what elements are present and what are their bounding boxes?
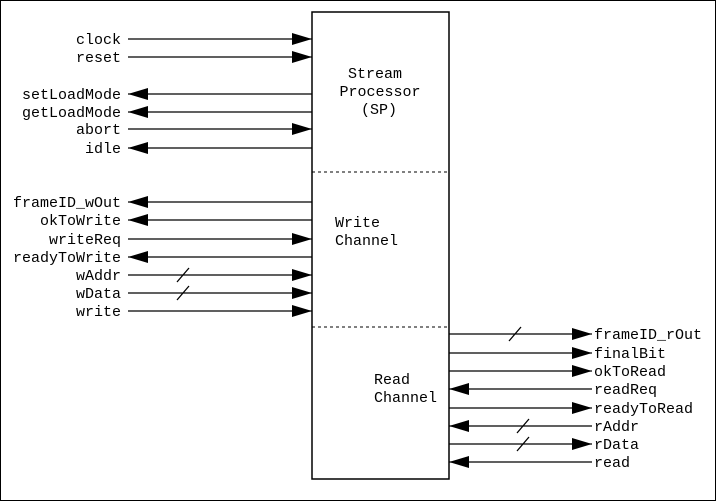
signal-label-okToRead: okToRead <box>594 364 666 381</box>
signal-wAddr: wAddr <box>76 267 312 285</box>
signal-label-writeReq: writeReq <box>49 232 121 249</box>
signal-label-setLoadMode: setLoadMode <box>22 87 121 104</box>
bus-slash-rData <box>516 436 530 452</box>
signal-okToRead: okToRead <box>449 364 666 381</box>
signal-write: write <box>76 304 312 321</box>
signal-label-readyToRead: readyToRead <box>594 401 693 418</box>
write-channel-label-line-2: Channel <box>335 233 398 250</box>
signal-rAddr: rAddr <box>449 418 639 436</box>
signal-label-readReq: readReq <box>594 382 657 399</box>
bus-slash-wData <box>176 285 190 301</box>
signal-read: read <box>449 455 630 472</box>
signal-label-getLoadMode: getLoadMode <box>22 105 121 122</box>
signal-label-okToWrite: okToWrite <box>40 213 121 230</box>
signal-label-reset: reset <box>76 50 121 67</box>
signal-label-idle: idle <box>85 141 121 158</box>
signal-label-rAddr: rAddr <box>594 419 639 436</box>
signal-label-readyToWrite: readyToWrite <box>13 250 121 267</box>
signal-okToWrite: okToWrite <box>40 213 312 230</box>
signal-readyToRead: readyToRead <box>449 401 693 418</box>
signal-setLoadMode: setLoadMode <box>22 87 312 104</box>
signal-reset: reset <box>76 50 312 67</box>
signal-clock: clock <box>76 32 312 49</box>
bus-slash-frameID_rOut <box>508 326 522 342</box>
signal-frameID_wOut: frameID_wOut <box>13 195 312 212</box>
signal-label-abort: abort <box>76 122 121 139</box>
signal-label-wData: wData <box>76 286 121 303</box>
signal-readyToWrite: readyToWrite <box>13 250 312 267</box>
signal-label-read: read <box>594 455 630 472</box>
signal-label-wAddr: wAddr <box>76 268 121 285</box>
bus-slash-wAddr <box>176 267 190 283</box>
signal-label-write: write <box>76 304 121 321</box>
signal-label-clock: clock <box>76 32 121 49</box>
stream-processor-block <box>311 11 450 480</box>
signal-readReq: readReq <box>449 382 657 399</box>
signal-abort: abort <box>76 122 312 139</box>
signal-label-rData: rData <box>594 437 639 454</box>
signal-idle: idle <box>85 141 312 158</box>
read-channel-label-line-2: Channel <box>374 390 437 407</box>
signal-getLoadMode: getLoadMode <box>22 105 312 122</box>
block-title-line-1: Stream <box>348 66 402 83</box>
block-title-line-2: Processor <box>339 84 420 101</box>
signal-label-frameID_rOut: frameID_rOut <box>594 327 702 344</box>
signal-writeReq: writeReq <box>49 232 312 249</box>
signal-wData: wData <box>76 285 312 303</box>
read-channel-label-line-1: Read <box>374 372 410 389</box>
block-title-line-3: (SP) <box>361 102 397 119</box>
bus-slash-rAddr <box>516 418 530 434</box>
signal-rData: rData <box>449 436 639 454</box>
signal-label-frameID_wOut: frameID_wOut <box>13 195 121 212</box>
signal-finalBit: finalBit <box>449 346 666 363</box>
signal-frameID_rOut: frameID_rOut <box>449 326 702 344</box>
signal-label-finalBit: finalBit <box>594 346 666 363</box>
write-channel-label-line-1: Write <box>335 215 380 232</box>
